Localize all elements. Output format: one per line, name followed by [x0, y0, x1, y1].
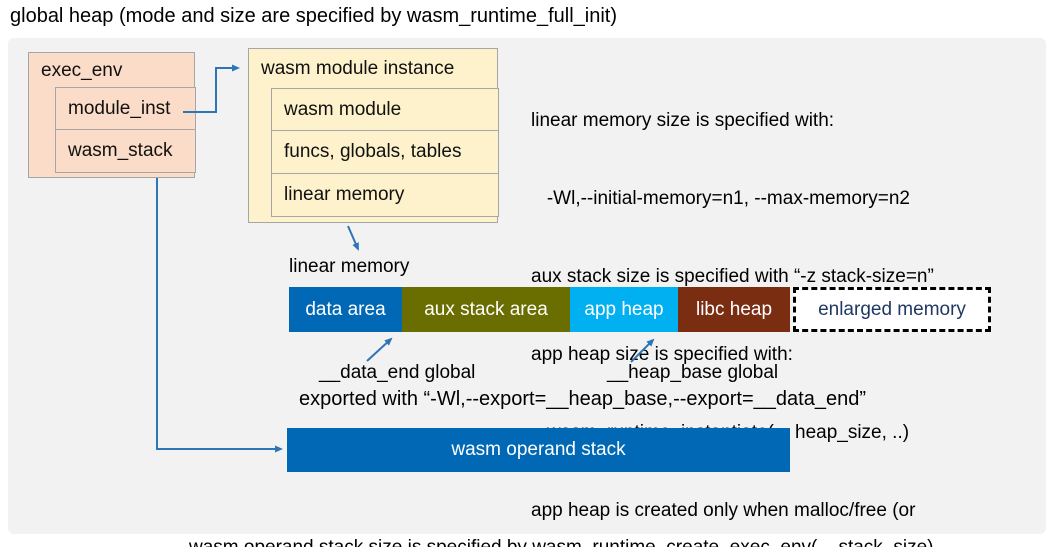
segment-app-heap: app heap	[570, 287, 678, 332]
segment-aux-stack-area: aux stack area	[402, 287, 570, 332]
wasm-operand-stack-bar: wasm operand stack	[287, 428, 790, 472]
exec-env-box: exec_env module_inst wasm_stack	[28, 52, 196, 178]
note-line: linear memory size is specified with:	[531, 110, 835, 131]
module-instance-field-wasm-module: wasm module	[271, 87, 499, 132]
segment-libc-heap: libc heap	[678, 287, 790, 332]
note-line: app heap size is specified with:	[531, 344, 793, 365]
data-end-global-label: __data_end global	[319, 362, 476, 383]
exec-env-field-module-inst: module_inst	[55, 86, 196, 131]
wasm-module-instance-header: wasm module instance	[261, 58, 455, 79]
module-instance-field-funcs-globals-tables: funcs, globals, tables	[271, 130, 499, 174]
segment-data-area: data area	[289, 287, 402, 332]
exec-env-header: exec_env	[41, 59, 123, 81]
wasm-module-instance-box: wasm module instance wasm module funcs, …	[248, 48, 499, 223]
exported-flags-label: exported with “-Wl,--export=__heap_base,…	[299, 388, 866, 410]
linear-memory-label: linear memory	[289, 256, 410, 277]
note-line: wasm operand stack size is specified by …	[189, 534, 934, 547]
note-line: -Wl,--initial-memory=n1, --max-memory=n2	[531, 188, 910, 209]
diagram-title: global heap (mode and size are specified…	[10, 5, 617, 27]
operand-stack-notes: wasm operand stack size is specified by …	[189, 480, 934, 547]
segment-enlarged-memory: enlarged memory	[793, 287, 991, 332]
heap-base-global-label: __heap_base global	[607, 362, 779, 383]
exec-env-field-wasm-stack: wasm_stack	[55, 129, 196, 173]
linear-memory-bar: data area aux stack area app heap libc h…	[289, 287, 991, 332]
module-instance-field-linear-memory: linear memory	[271, 172, 499, 217]
note-line: app heap is created only when malloc/fre…	[531, 500, 916, 521]
note-line: aux stack size is specified with “-z sta…	[531, 266, 934, 287]
